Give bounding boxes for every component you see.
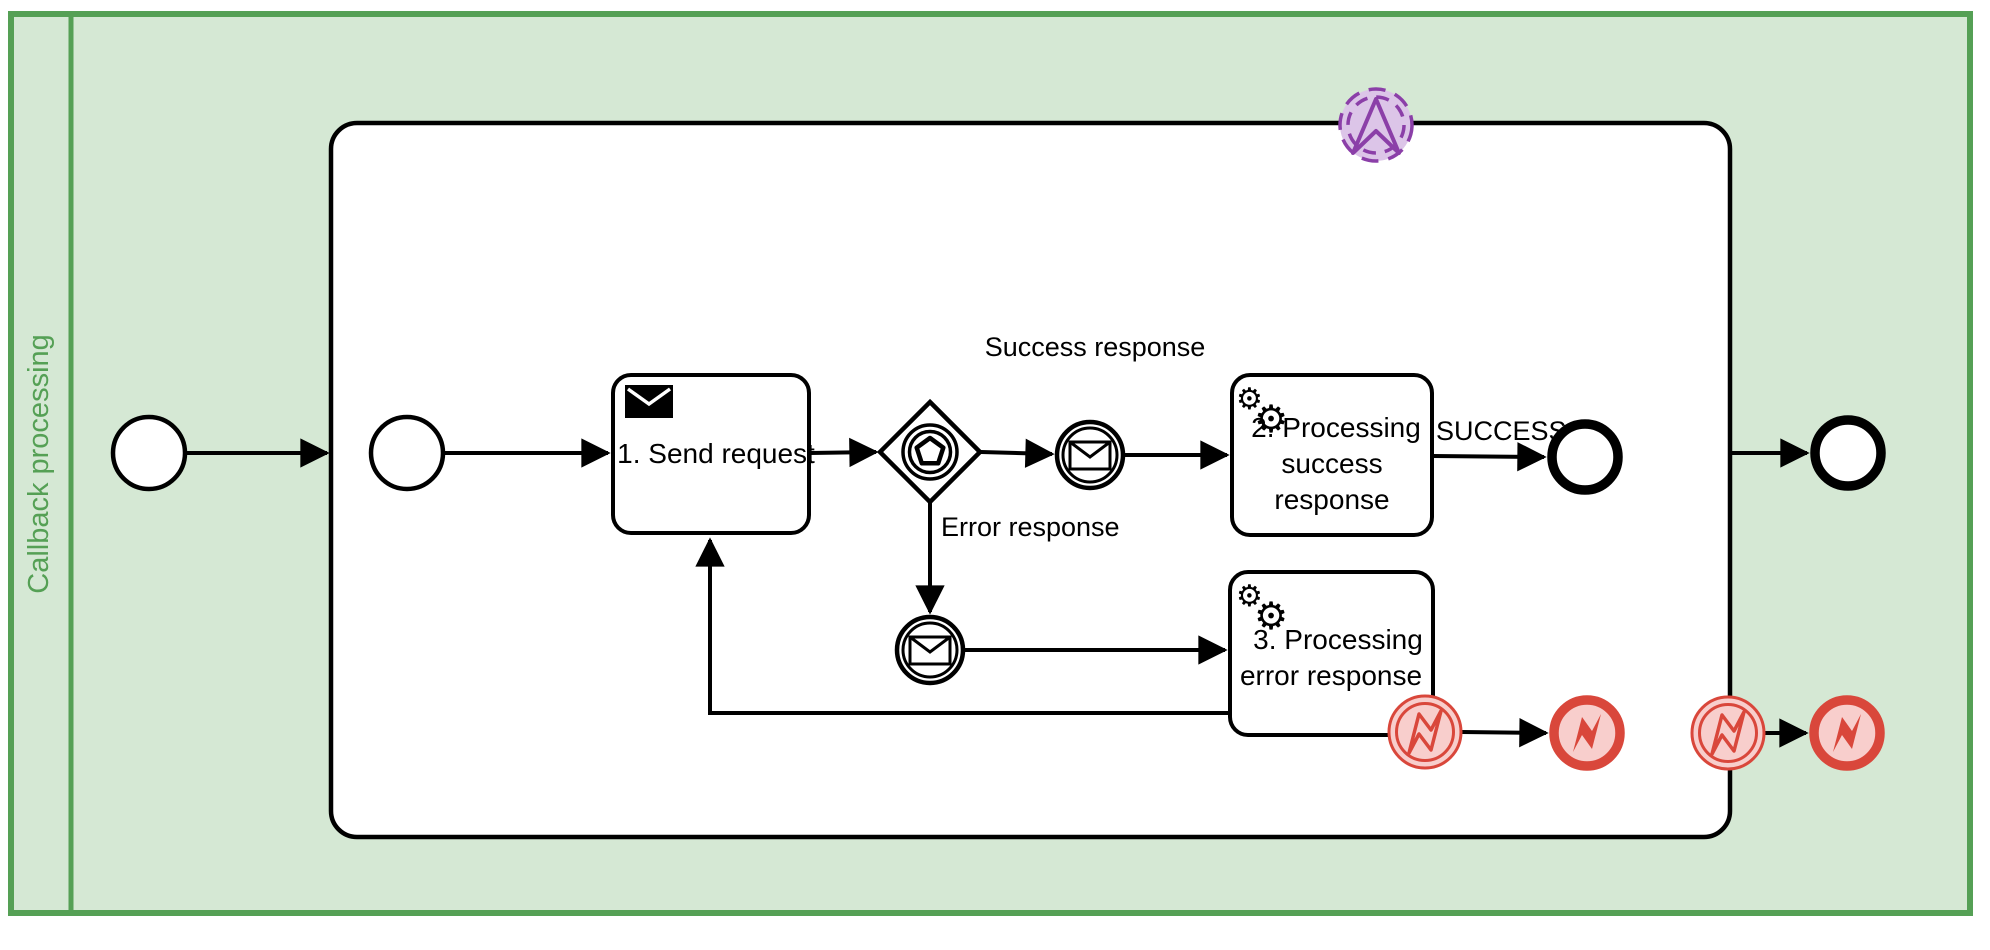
- label-success-response: Success response: [985, 332, 1206, 362]
- flow-task1-to-gateway[interactable]: [809, 437, 879, 468]
- svg-text:⚙: ⚙: [1236, 382, 1263, 417]
- svg-text:⚙: ⚙: [1236, 579, 1263, 614]
- svg-text:⚙: ⚙: [1254, 594, 1288, 638]
- processing-error-task[interactable]: ⚙ ⚙ 3. Processing error response: [1228, 570, 1435, 737]
- subprocess-error-boundary-event[interactable]: [1690, 695, 1766, 771]
- service-gears-icon: ⚙ ⚙: [1236, 579, 1288, 638]
- callback-subprocess[interactable]: [328, 120, 1733, 840]
- task2-line2: success: [1281, 448, 1382, 479]
- pool-label: Callback processing: [23, 334, 55, 594]
- error-lightning-icon: [1710, 710, 1746, 756]
- flow-task2-to-end[interactable]: [1432, 442, 1547, 472]
- label-error-response: Error response: [941, 512, 1120, 542]
- success-message-catch-event[interactable]: [1054, 419, 1126, 491]
- label-success: SUCCESS: [1436, 416, 1567, 446]
- error-end-event[interactable]: [1549, 695, 1625, 771]
- send-request-label: 1. Send request: [617, 438, 815, 469]
- subprocess-start-event[interactable]: [368, 414, 446, 492]
- error-lightning-icon: [1573, 714, 1601, 752]
- message-icon: [908, 635, 952, 666]
- success-end-event[interactable]: [1547, 419, 1623, 495]
- message-icon: [1068, 440, 1112, 471]
- pool-start-event[interactable]: [110, 414, 188, 492]
- escalation-arrow-icon: [1351, 97, 1401, 155]
- task3-line1: 3. Processing: [1253, 624, 1423, 655]
- error-lightning-icon: [1833, 714, 1861, 752]
- error-lightning-icon: [1407, 709, 1443, 755]
- svg-text:⚙: ⚙: [1254, 397, 1288, 441]
- error-message-catch-event[interactable]: [894, 614, 966, 686]
- escalation-boundary-event[interactable]: [1338, 87, 1414, 163]
- process-end-event[interactable]: [1810, 415, 1886, 491]
- flow-boundary-to-error-end[interactable]: [1461, 718, 1549, 748]
- flow-gateway-to-success-msg[interactable]: [980, 438, 1055, 468]
- send-request-task[interactable]: 1. Send request: [611, 373, 815, 535]
- task2-line3: response: [1274, 484, 1389, 515]
- outer-error-end-event[interactable]: [1809, 695, 1885, 771]
- event-based-gateway[interactable]: [876, 398, 984, 506]
- flow-task3-loop-to-task1[interactable]: [695, 537, 1230, 715]
- processing-success-task[interactable]: ⚙ ⚙ 2. Processing success response: [1230, 373, 1434, 537]
- service-gears-icon: ⚙ ⚙: [1236, 382, 1288, 441]
- pentagon-icon: [914, 435, 946, 466]
- send-message-icon: [625, 385, 673, 418]
- task3-error-boundary-event[interactable]: [1387, 694, 1463, 770]
- task2-line1: 2. Processing: [1251, 412, 1421, 443]
- task3-line2: error response: [1240, 660, 1422, 691]
